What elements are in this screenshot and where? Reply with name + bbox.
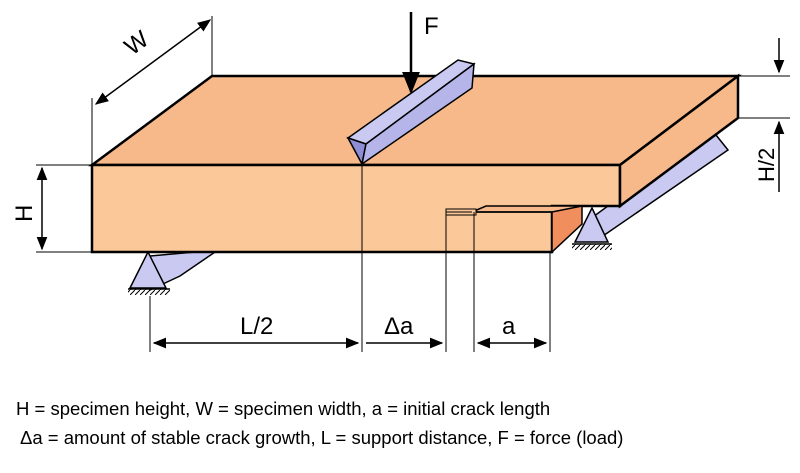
force-arrow: F — [402, 12, 439, 95]
caption-line-2: Δa = amount of stable crack growth, L = … — [20, 427, 624, 448]
half-height-label: H/2 — [754, 148, 779, 182]
crack-length-label: a — [502, 313, 516, 340]
span-dimensions: L/2 Δa a — [149, 165, 551, 352]
half-span-label: L/2 — [240, 313, 273, 340]
left-support — [128, 249, 221, 295]
height-dimension: H — [11, 164, 92, 253]
height-label: H — [11, 205, 38, 222]
loading-wedge — [346, 59, 476, 167]
crack-growth-label: Δa — [384, 313, 414, 340]
half-height-dimension: H/2 — [738, 38, 790, 192]
force-label: F — [424, 13, 439, 40]
width-label: W — [120, 25, 154, 60]
caption-line-1: H = specimen height, W = specimen width,… — [16, 398, 551, 419]
